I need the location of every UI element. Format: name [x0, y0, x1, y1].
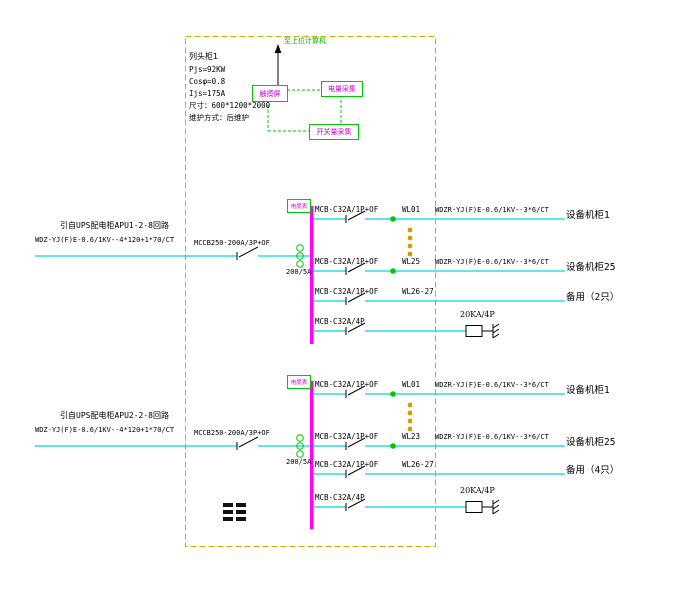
- s2-b3-circuit-label: WL26-27: [402, 460, 434, 469]
- s2-b2-cable-label: WDZR-YJ(F)E-0.6/1KV--3*6/CT: [435, 433, 549, 441]
- meter-box-2: 电度表: [287, 375, 311, 389]
- host-computer-label: 至上位计算机: [284, 37, 326, 45]
- ct-symbol-2: [296, 434, 304, 458]
- s2-b4-breaker-label: MCB-C32A/4P: [315, 493, 365, 502]
- s1-b1-breaker-label: MCB-C32A/1P+OF: [315, 205, 379, 214]
- busbar-2: [310, 381, 314, 529]
- s1-ct-ratio-label: 200/5A: [286, 268, 312, 276]
- cabinet-name-label: 列头柜1: [189, 52, 218, 61]
- s2-b2-load-label: 设备机柜25: [566, 437, 616, 448]
- s2-b1-breaker-label: MCB-C32A/1P+OF: [315, 380, 379, 389]
- section2-junction-dots: [390, 391, 396, 449]
- cabinet-current-label: Ijs=175A: [189, 89, 226, 98]
- cabinet-cos-label: Cosφ=0.8: [189, 77, 226, 86]
- s1-b2-cable-label: WDZR-YJ(F)E-0.6/1KV--3*6/CT: [435, 258, 549, 266]
- s2-b3-load-label: 备用（4只）: [566, 465, 620, 476]
- section2-ellipsis-dots: [407, 402, 413, 432]
- s1-main-breaker-label: MCCB250-200A/3P+OF: [194, 239, 270, 247]
- cabinet-power-label: Pjs=92KW: [189, 65, 226, 74]
- s2-ct-ratio-label: 200/5A: [286, 458, 312, 466]
- section1-breaker-symbols: [236, 210, 366, 335]
- section1-junction-dots: [390, 216, 396, 274]
- s1-b1-cable-label: WDZR-YJ(F)E-0.6/1KV--3*6/CT: [435, 206, 549, 214]
- s1-b1-load-label: 设备机柜1: [566, 210, 610, 221]
- s2-b1-cable-label: WDZR-YJ(F)E-0.6/1KV--3*6/CT: [435, 381, 549, 389]
- busbar-1: [310, 206, 314, 344]
- s2-b2-breaker-label: MCB-C32A/1P+OF: [315, 432, 379, 441]
- switch-acquisition-box: 开关量采集: [309, 124, 359, 140]
- s1-source-label: 引自UPS配电柜APU1-2-8回路: [60, 221, 169, 230]
- section1-wires: [35, 218, 565, 332]
- s1-spd-label: 20KA/4P: [460, 310, 495, 319]
- s2-b3-breaker-label: MCB-C32A/1P+OF: [315, 460, 379, 469]
- section2-wires: [35, 393, 565, 508]
- s1-b2-circuit-label: WL25: [402, 257, 421, 266]
- s1-b1-circuit-label: WL01: [402, 205, 421, 214]
- s2-main-breaker-label: MCCB250-200A/3P+OF: [194, 429, 270, 437]
- spd-symbol-1: [465, 323, 500, 339]
- section2-breaker-symbols: [236, 385, 366, 511]
- section-2: [35, 381, 565, 529]
- touch-screen-box: 触摸屏: [252, 85, 288, 102]
- comm-links: [267, 89, 342, 132]
- s2-b1-circuit-label: WL01: [402, 380, 421, 389]
- s1-b2-breaker-label: MCB-C32A/1P+OF: [315, 257, 379, 266]
- section1-ellipsis-dots: [407, 227, 413, 257]
- s1-source-cable-label: WDZ-YJ(F)E-0.6/1KV--4*120+1*70/CT: [35, 236, 175, 244]
- s1-b3-circuit-label: WL26-27: [402, 287, 434, 296]
- cabinet-maintenance-label: 维护方式：后维护: [189, 113, 249, 122]
- s1-b4-breaker-label: MCB-C32A/4P: [315, 317, 365, 326]
- s2-source-label: 引自UPS配电柜APU2-2-8回路: [60, 411, 169, 420]
- cabinet-size-label: 尺寸：600*1200*2000: [189, 101, 271, 110]
- terminal-block-symbol: [223, 503, 246, 521]
- s1-b3-breaker-label: MCB-C32A/1P+OF: [315, 287, 379, 296]
- s2-b1-load-label: 设备机柜1: [566, 385, 610, 396]
- s1-b3-load-label: 备用（2只）: [566, 292, 620, 303]
- s2-b2-circuit-label: WL23: [402, 432, 421, 441]
- power-acquisition-box: 电量采集: [321, 81, 363, 97]
- ct-symbol-1: [296, 244, 304, 268]
- s2-spd-label: 20KA/4P: [460, 486, 495, 495]
- spd-symbol-2: [465, 499, 500, 515]
- meter-box-1: 电度表: [287, 199, 311, 213]
- section-1: [35, 206, 565, 344]
- host-link-arrow: [274, 44, 282, 85]
- s2-source-cable-label: WDZ-YJ(F)E-0.6/1KV--4*120+1*70/CT: [35, 426, 175, 434]
- cabinet-frame-border: [185, 36, 436, 547]
- s1-b2-load-label: 设备机柜25: [566, 262, 616, 273]
